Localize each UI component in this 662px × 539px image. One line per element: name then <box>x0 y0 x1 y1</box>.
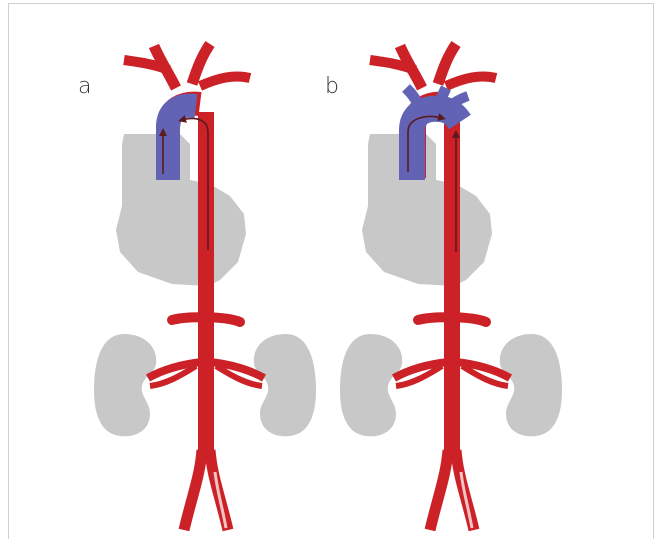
heart-icon <box>116 134 246 286</box>
left-kidney-icon <box>94 334 156 436</box>
left-kidney-icon <box>340 334 402 436</box>
bypass-branch-b-1 <box>406 88 418 104</box>
right-kidney-icon <box>254 334 316 436</box>
panel-a-label: a <box>78 74 91 99</box>
bypass-branch-b-3 <box>452 96 468 104</box>
panel-a: a <box>78 44 316 530</box>
bypass-branch-b-2 <box>440 88 446 102</box>
panel-b: b <box>325 44 562 530</box>
heart-icon <box>362 134 492 286</box>
right-kidney-icon <box>500 334 562 436</box>
panel-b-label: b <box>325 74 339 99</box>
